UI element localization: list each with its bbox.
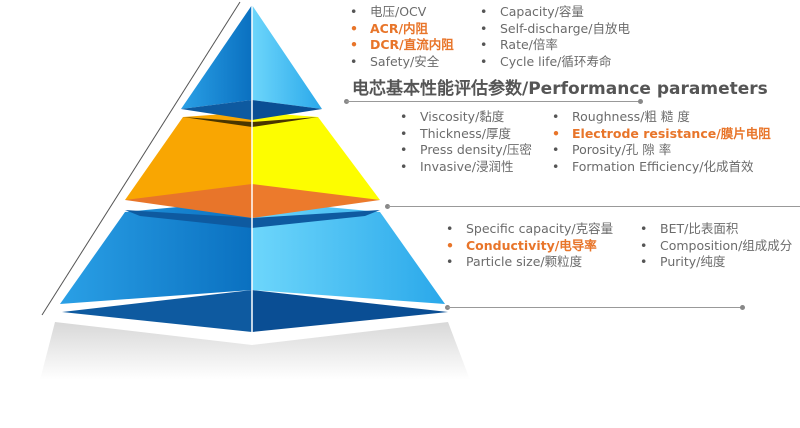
param-item: Composition/组成成分 xyxy=(640,238,792,255)
connector-line xyxy=(346,101,640,102)
param-item: Specific capacity/克容量 xyxy=(446,221,613,238)
bottom-tier-col1: Specific capacity/克容量 Conductivity/电导率 P… xyxy=(446,221,613,271)
param-item: Self-discharge/自放电 xyxy=(480,21,630,38)
param-item: Invasive/浸润性 xyxy=(400,159,532,176)
param-item: Conductivity/电导率 xyxy=(446,238,613,255)
section-title: 电芯基本性能评估参数/Performance parameters xyxy=(352,79,768,99)
param-item: ACR/内阻 xyxy=(350,21,454,38)
param-item: Rate/倍率 xyxy=(480,37,630,54)
param-item: 电压/OCV xyxy=(350,4,454,21)
param-item: Safety/安全 xyxy=(350,54,454,71)
param-item: Particle size/颗粒度 xyxy=(446,254,613,271)
param-item: Porosity/孔 隙 率 xyxy=(552,142,771,159)
middle-tier-col2: Roughness/粗 糙 度 Electrode resistance/膜片电… xyxy=(552,109,771,175)
param-item: Roughness/粗 糙 度 xyxy=(552,109,771,126)
param-item: Electrode resistance/膜片电阻 xyxy=(552,126,771,143)
pyramid-bottom-tier xyxy=(60,200,448,332)
middle-tier-col1: Viscosity/黏度 Thickness/厚度 Press density/… xyxy=(400,109,532,175)
param-item: Viscosity/黏度 xyxy=(400,109,532,126)
connector-line xyxy=(388,206,800,207)
param-item: Cycle life/循环寿命 xyxy=(480,54,630,71)
param-item: Purity/纯度 xyxy=(640,254,792,271)
diagonal-line xyxy=(41,1,241,316)
connector-dot xyxy=(740,305,745,310)
param-item: Formation Efficiency/化成首效 xyxy=(552,159,771,176)
pyramid-top-tier xyxy=(181,5,322,120)
param-item: Capacity/容量 xyxy=(480,4,630,21)
bottom-tier-col2: BET/比表面积 Composition/组成成分 Purity/纯度 xyxy=(640,221,792,271)
pyramid-shadow xyxy=(40,322,470,380)
param-item: BET/比表面积 xyxy=(640,221,792,238)
param-item: DCR/直流内阻 xyxy=(350,37,454,54)
top-tier-col2: Capacity/容量 Self-discharge/自放电 Rate/倍率 C… xyxy=(480,4,630,70)
top-tier-col1: 电压/OCV ACR/内阻 DCR/直流内阻 Safety/安全 xyxy=(350,4,454,70)
pyramid-middle-tier xyxy=(125,112,380,218)
param-item: Press density/压密 xyxy=(400,142,532,159)
param-item: Thickness/厚度 xyxy=(400,126,532,143)
connector-line xyxy=(447,307,742,308)
connector-dot xyxy=(638,99,643,104)
connector-dot xyxy=(385,204,390,209)
